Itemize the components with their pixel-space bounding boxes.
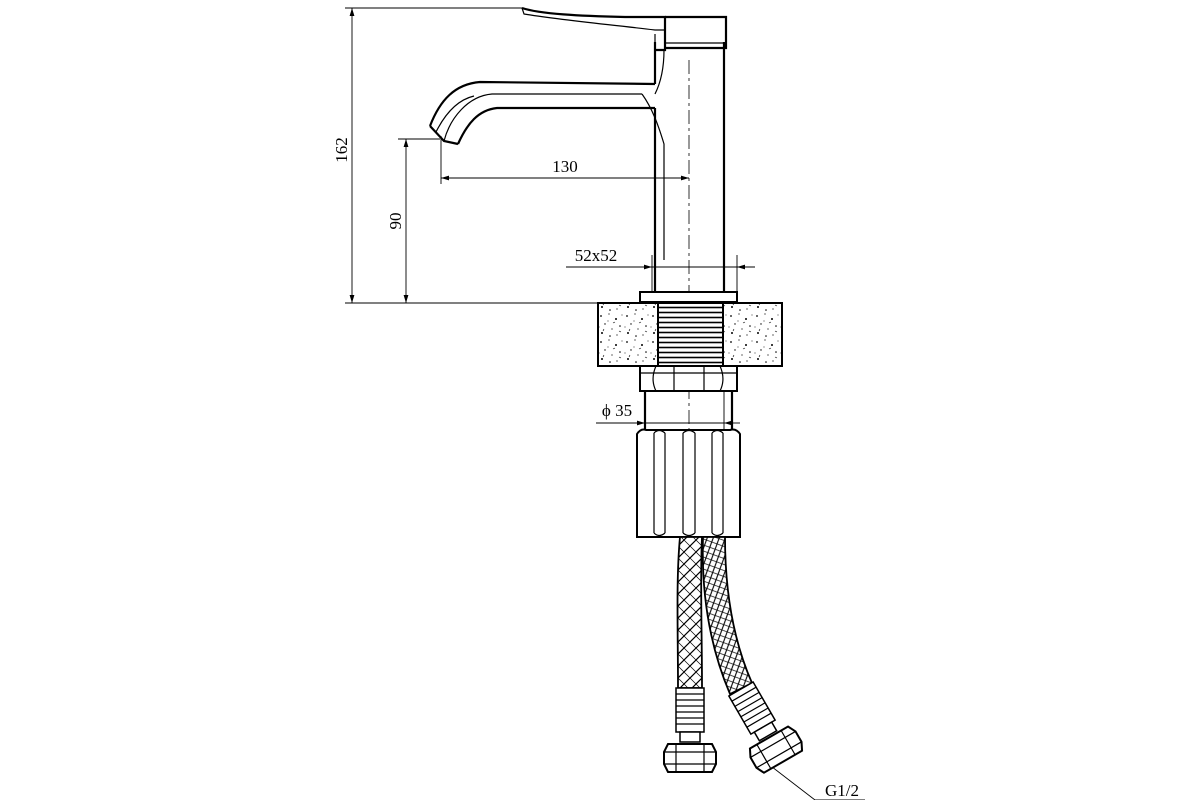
hose-right [701,536,804,774]
dimension-base-size: 52x52 [566,246,755,292]
dimension-spout-reach: 130 [440,136,689,184]
dim-label-90: 90 [386,213,405,230]
dimension-shank-diameter: ϕ 35 [596,385,740,432]
dimension-height-total: 162 [332,7,600,304]
countertop [597,302,783,367]
dim-label-162: 162 [332,137,351,163]
dimension-connection-thread: G1/2 [762,759,865,800]
hose-left [663,536,717,773]
dim-label-g12: G1/2 [825,781,859,800]
dimension-spout-height: 90 [386,138,440,303]
dim-label-130: 130 [552,157,578,176]
faucet-body [428,6,738,303]
dim-label-phi35: ϕ 35 [602,401,632,420]
dim-label-52x52: 52x52 [575,246,618,265]
mounting-nut [639,365,738,392]
shank [636,391,741,538]
